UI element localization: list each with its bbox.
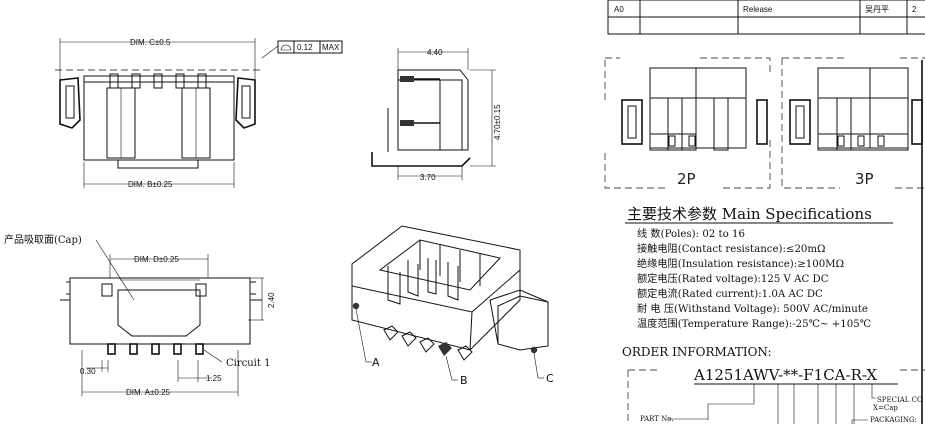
spec-row-current: 额定电流(Rated current):1.0A AC DC (637, 287, 823, 300)
rev-extra: 2 (912, 5, 917, 14)
callout-c: C (546, 372, 554, 385)
order-information: ORDER INFORMATION: A1251AWV-**-F1CA-R-X … (622, 345, 925, 424)
dim-d-label: DIM. D±0.25 (134, 255, 179, 264)
flatness-frame (277, 40, 343, 54)
isometric-view: A B C (351, 225, 554, 387)
cap-label: 产品吸取面(Cap) (4, 233, 82, 246)
footprint-2p: 2P (604, 57, 771, 189)
dim-c-label: DIM. C±0.5 (130, 38, 171, 47)
spec-row-insulation: 绝缘电阻(Insulation resistance):≥100MΩ (637, 257, 844, 270)
spec-row-contact-resistance: 接触电阻(Contact resistance):≤20mΩ (637, 242, 826, 255)
front-pins (106, 73, 211, 159)
spec-row-withstand: 耐 电 压(Withstand Voltage): 500V AC/minute (637, 302, 868, 315)
footprint-3p-label: 3P (855, 170, 874, 188)
part-no-label: PART No. (640, 415, 674, 423)
special-code: SPECIAL CO (877, 396, 923, 404)
front-view: DIM. C±0.5 0.12 MAX (55, 38, 343, 189)
footprint-2p-label: 2P (677, 170, 696, 188)
revision-table: A0 Release 吴丹平 2 (607, 0, 925, 35)
cap-view: 产品吸取面(Cap) DIM. D±0.25 2.40 0.30 (4, 233, 276, 397)
rev-code: A0 (614, 5, 624, 14)
spec-row-poles: 线 数(Poles): 02 to 16 (637, 227, 745, 240)
circuit-label: Circuit 1 (226, 358, 270, 369)
side-depth-label: 3.70 (420, 173, 436, 182)
side-width-label: 4.40 (427, 48, 443, 57)
dim-a-label: DIM. A±0.25 (126, 388, 171, 397)
main-specifications: 主要技术参数 Main Specifications 线 数(Poles): 0… (625, 205, 893, 330)
iso-pins (383, 325, 473, 361)
order-title: ORDER INFORMATION: (622, 345, 772, 359)
cap-pins (107, 343, 204, 355)
part-number: A1251AWV-**-F1CA-R-X (693, 366, 877, 384)
pitch-label: 0.30 (80, 367, 96, 376)
callout-b: B (460, 374, 468, 387)
spec-title: 主要技术参数 Main Specifications (627, 205, 872, 223)
dim-b-label: DIM. B±0.25 (128, 180, 173, 189)
flatness-value: 0.12 (297, 43, 313, 52)
pitch2-label: 1.25 (206, 374, 222, 383)
profile-surface-icon (280, 44, 292, 51)
spec-row-voltage: 额定电压(Rated voltage):125 V AC DC (637, 272, 829, 285)
callout-a: A (372, 356, 380, 369)
spec-row-temperature: 温度范围(Temperature Range):-25℃~ +105℃ (637, 317, 871, 330)
packaging-label: PACKAGING: (870, 416, 917, 424)
cap-note: X=Cap (873, 404, 898, 412)
side-view: 4.40 4.70±0.15 3.70 (371, 48, 502, 182)
rev-drawn-by: 吴丹平 (865, 5, 889, 14)
flatness-max: MAX (322, 43, 340, 52)
rev-description: Release (743, 5, 773, 14)
cap-height-label: 2.40 (267, 292, 276, 308)
side-height-label: 4.70±0.15 (493, 104, 502, 140)
footprint-3p: 3P (781, 57, 925, 189)
